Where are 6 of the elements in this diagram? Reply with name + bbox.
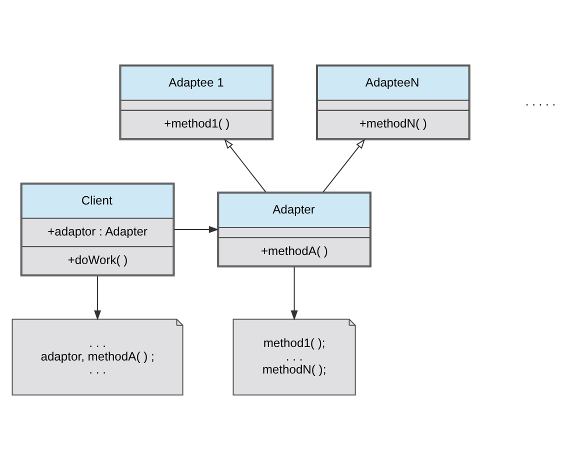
arrow xyxy=(94,276,102,320)
arrow xyxy=(290,266,298,321)
arrow xyxy=(224,138,266,192)
label: . . . . . xyxy=(525,94,556,108)
arrow xyxy=(322,138,366,192)
arrow xyxy=(174,226,220,234)
